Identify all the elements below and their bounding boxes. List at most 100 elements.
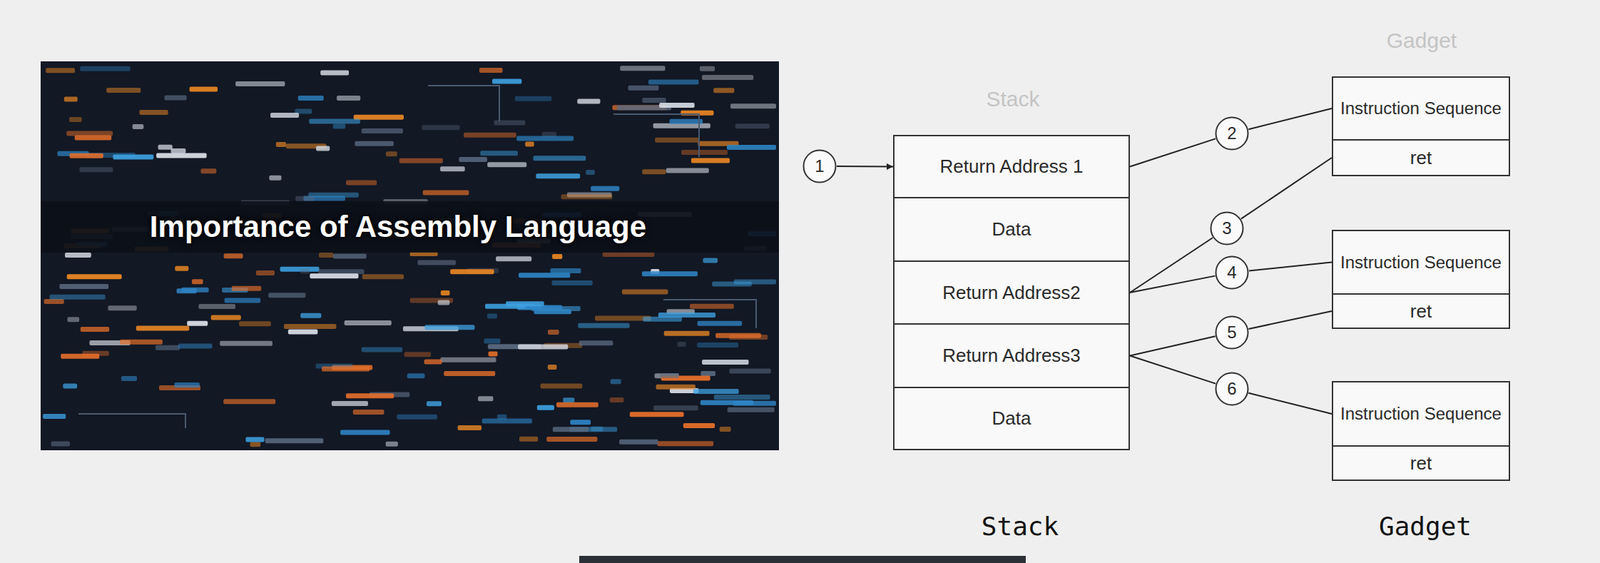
code-bar [79, 166, 113, 172]
code-bar [62, 383, 78, 389]
code-bar [547, 329, 560, 335]
code-bar [298, 95, 324, 101]
code-bar [715, 333, 762, 339]
code-bar [164, 94, 187, 100]
code-bar [189, 86, 219, 92]
code-bar [268, 292, 306, 298]
code-texture [42, 65, 777, 447]
code-bar [535, 173, 580, 179]
code-bar [440, 357, 496, 363]
code-bar [701, 359, 749, 365]
code-bar [656, 384, 696, 390]
cell-text: ret [1410, 300, 1432, 323]
stack-cell: Return Address2 [893, 260, 1130, 325]
code-bar [622, 289, 669, 295]
code-bar [316, 145, 330, 151]
code-bar [719, 426, 732, 432]
cell-text: Return Address3 [942, 344, 1081, 367]
code-bar [699, 66, 715, 72]
code-bar [653, 405, 699, 411]
code-bar [344, 320, 392, 326]
code-bar [629, 411, 685, 417]
code-bar [423, 190, 470, 196]
code-bar [219, 340, 273, 346]
code-bar [223, 398, 276, 404]
link-line [1249, 262, 1332, 272]
code-bar [174, 382, 200, 388]
code-bar [488, 351, 498, 357]
code-bar [198, 303, 236, 309]
gadget-cell: Instruction Sequence [1331, 76, 1511, 141]
code-bar [331, 400, 369, 406]
code-bar [477, 395, 493, 401]
code-bar [594, 316, 652, 321]
code-bar [231, 286, 262, 292]
faded-heading: Stack [985, 87, 1040, 112]
code-bar [619, 65, 665, 71]
code-bar [648, 79, 699, 85]
code-bar [396, 414, 438, 420]
callout-circle: 6 [1214, 371, 1250, 406]
bottom-bar [579, 555, 1026, 563]
code-bar [265, 437, 324, 443]
code-bar [69, 116, 83, 122]
code-bar [590, 425, 603, 431]
callout-circle: 1 [802, 149, 837, 184]
code-bar [713, 87, 735, 93]
circle-shape [1211, 212, 1244, 245]
code-bar [495, 256, 532, 262]
code-bar [730, 103, 777, 109]
code-bar [733, 400, 777, 406]
code-bar [174, 266, 189, 272]
code-bar [693, 388, 740, 394]
code-bar [669, 119, 704, 125]
callout-circle: 5 [1214, 315, 1250, 350]
frame-line [427, 85, 500, 122]
code-bar [437, 299, 451, 305]
stack-cell: Return Address3 [893, 323, 1130, 389]
code-bar [361, 346, 403, 352]
gadget-cell: Instruction Sequence [1331, 229, 1511, 295]
code-bar [562, 397, 575, 403]
cell-text: Instruction Sequence [1340, 403, 1502, 424]
code-bar [276, 141, 287, 147]
column-caption: Stack [981, 511, 1059, 541]
code-bar [579, 340, 614, 346]
code-bar [610, 378, 622, 384]
code-bar [552, 426, 589, 432]
cell-text: Instruction Sequence [1340, 98, 1502, 119]
code-bar [318, 252, 334, 258]
code-bar [300, 313, 321, 319]
code-bar [525, 141, 534, 147]
code-bar [518, 272, 570, 278]
code-bar [656, 440, 714, 446]
code-bar [551, 280, 593, 286]
code-bar [353, 409, 385, 415]
code-bar [696, 342, 739, 348]
cell-text: Data [992, 218, 1032, 241]
callout-number: 5 [1226, 322, 1237, 343]
callout-circle: 4 [1214, 255, 1250, 290]
code-bar [139, 109, 168, 115]
code-bar [457, 425, 482, 431]
code-bar [245, 437, 264, 443]
code-bar [711, 281, 752, 287]
stack-cell: Return Address 1 [893, 134, 1130, 199]
pointer-arrow [836, 165, 894, 167]
code-bar [49, 294, 105, 300]
code-bar [482, 418, 533, 424]
circle-shape [1216, 373, 1249, 406]
code-bar [191, 278, 204, 284]
cell-text: Return Address2 [942, 281, 1081, 304]
frame-line [663, 299, 757, 329]
code-bar [309, 273, 359, 279]
link-line [1129, 355, 1216, 384]
code-bar [689, 303, 735, 309]
frame-line [613, 114, 700, 157]
code-bar [79, 66, 131, 72]
code-bar [69, 153, 103, 159]
code-bar [345, 180, 377, 186]
code-bar [561, 194, 613, 200]
gadget-cell: ret [1331, 139, 1511, 177]
callout-number: 6 [1226, 378, 1237, 399]
